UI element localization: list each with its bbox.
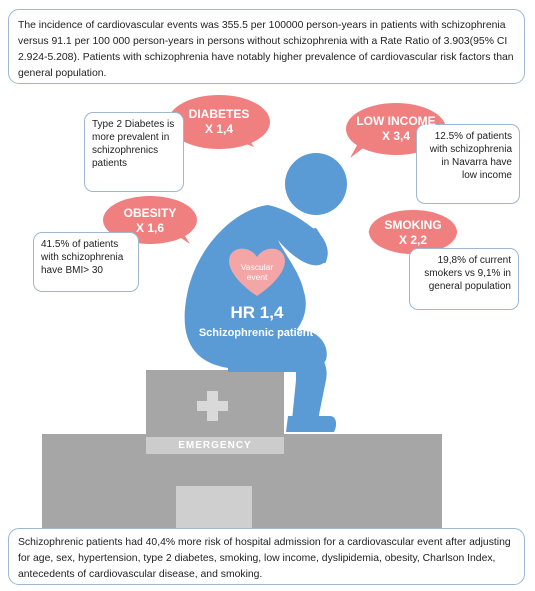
building-door xyxy=(176,486,252,528)
obesity-ratio: X 1,6 xyxy=(135,221,165,235)
obesity-label: OBESITY X 1,6 xyxy=(103,206,197,236)
obesity-note-box: 41.5% of patients with schizophrenia hav… xyxy=(33,232,139,292)
heart-label-line-2: event xyxy=(246,272,268,282)
figure-foot xyxy=(286,416,337,432)
smoking-bubble xyxy=(368,210,457,254)
figure-head xyxy=(285,153,347,215)
summary-top-box: The incidence of cardiovascular events w… xyxy=(8,9,525,84)
smoking-note-box: 19,8% of current smokers vs 9,1% in gene… xyxy=(409,248,519,310)
building-sign-band xyxy=(146,437,284,454)
summary-top-text: The incidence of cardiovascular events w… xyxy=(18,20,514,79)
obesity-name: OBESITY xyxy=(123,206,177,220)
low-income-name: LOW INCOME xyxy=(356,114,436,128)
hr-value: HR 1,4 xyxy=(230,303,284,322)
diabetes-name: DIABETES xyxy=(188,107,250,121)
summary-bottom-text: Schizophrenic patients had 40,4% more ri… xyxy=(18,537,511,580)
summary-bottom-box: Schizophrenic patients had 40,4% more ri… xyxy=(8,528,525,585)
low-income-note-box: 12.5% of patients with schizophrenia in … xyxy=(416,124,520,204)
hospital-building xyxy=(42,370,442,528)
smoking-ratio: X 2,2 xyxy=(398,233,428,247)
obesity-note: 41.5% of patients with schizophrenia hav… xyxy=(41,239,124,276)
diabetes-label: DIABETES X 1,4 xyxy=(168,107,270,137)
low-income-note: 12.5% of patients with schizophrenia in … xyxy=(429,131,512,181)
smoking-label: SMOKING X 2,2 xyxy=(369,218,457,248)
smoking-note: 19,8% of current smokers vs 9,1% in gene… xyxy=(424,255,511,292)
patient-label: Schizophrenic patient xyxy=(198,327,314,339)
diabetes-note-box: Type 2 Diabetes is more prevalent in sch… xyxy=(84,112,184,192)
heart-label: Vascular event xyxy=(230,262,284,282)
low-income-label: LOW INCOME X 3,4 xyxy=(346,114,446,144)
diabetes-bubble xyxy=(168,95,270,149)
figure-leg xyxy=(292,345,327,420)
heart-label-line-1: Vascular xyxy=(240,262,274,272)
diabetes-note: Type 2 Diabetes is more prevalent in sch… xyxy=(92,119,175,169)
figure-arm xyxy=(300,228,328,264)
smoking-name: SMOKING xyxy=(384,218,442,232)
heart-icon xyxy=(229,248,285,296)
medical-cross-icon xyxy=(197,391,228,421)
low-income-ratio: X 3,4 xyxy=(381,129,411,143)
diabetes-ratio: X 1,4 xyxy=(204,122,234,136)
emergency-sign: EMERGENCY xyxy=(178,440,252,451)
